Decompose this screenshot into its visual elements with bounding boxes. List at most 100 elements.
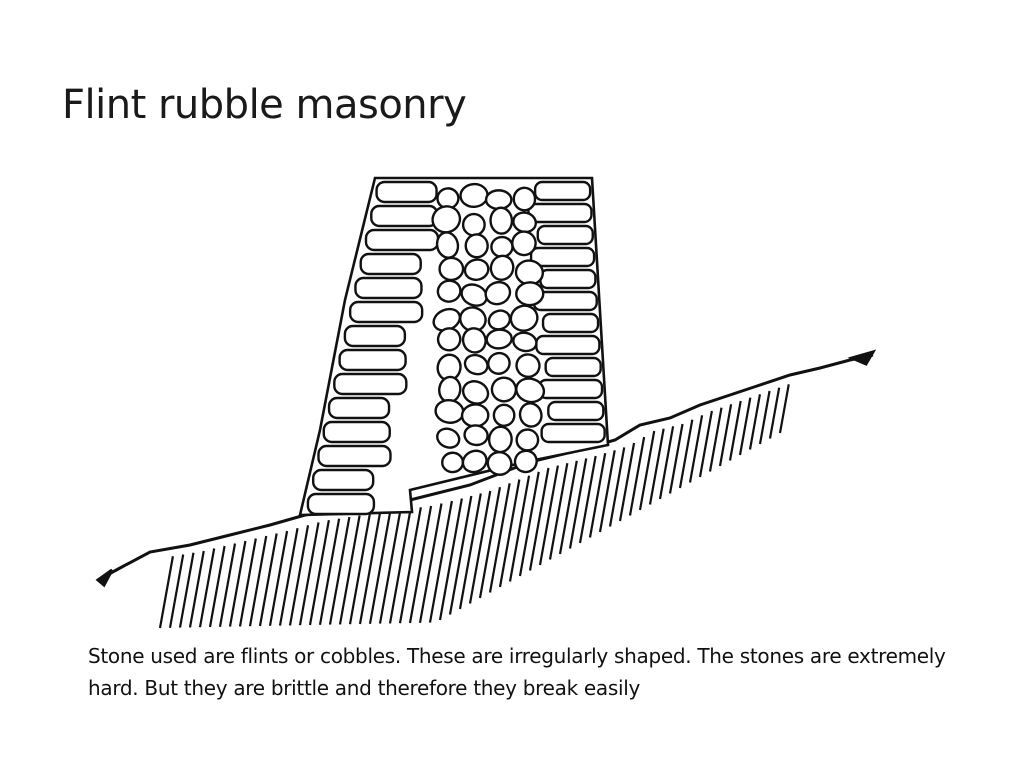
flint-cobble [436,427,461,449]
hatch-line [708,407,723,472]
hatch-line [638,430,656,511]
hatch-line [778,384,790,434]
hatch-line [688,415,704,483]
ground-hatching [158,384,790,629]
flint-cobble [490,376,518,403]
flint-cobble [484,280,512,306]
flint-cobble [512,186,537,212]
hatch-line [448,495,473,615]
right-course-stone [540,422,606,444]
flint-cobble [438,375,462,404]
ground-line [95,349,877,588]
flint-cobble [464,233,489,259]
hatch-line [198,548,216,628]
flint-cobble [486,450,513,476]
flint-cobble [489,254,515,281]
hatch-line [608,447,626,527]
hatch-line [508,475,531,582]
hatch-line [288,525,310,626]
hatch-line [698,410,713,478]
hatch-line [438,498,463,621]
hatch-line [728,400,742,461]
hatch-line [568,458,588,549]
left-course-stone [354,276,423,300]
hatch-line [498,479,521,588]
left-course-stone [364,228,440,252]
right-course-stone [541,312,600,334]
ground-edge-mark [847,349,877,366]
hatch-line [308,520,330,626]
flint-cobble [509,304,539,332]
flint-cobble [487,425,513,454]
right-course-stone [536,224,594,246]
left-course-stone [338,348,407,372]
flint-cobble [512,331,538,353]
flint-cobble [434,398,465,424]
flint-cobble [484,189,513,211]
hatch-line [488,483,511,593]
right-course-stone [527,202,593,224]
hatch-line [478,486,502,599]
left-course-stone [375,180,438,204]
left-course-stone [322,420,391,444]
flint-cobble [514,259,545,286]
hatch-line [738,397,752,456]
hatch-line [458,493,482,610]
left-course-stone [359,252,422,276]
right-course-stone [537,378,604,400]
hatch-line [388,508,412,624]
flint-cobble [490,235,514,259]
hatch-line [658,426,675,500]
left-course-stone [348,300,424,324]
flint-cobble [515,353,541,379]
flint-cobble [432,307,462,332]
flint-cobble [441,451,465,474]
flint-cobble [461,449,488,474]
hatch-line [748,394,762,450]
hatch-line [768,387,781,439]
left-course-stone [317,444,392,468]
flint-cobble [492,403,516,428]
hatch-line [228,540,247,627]
ground-edge-mark [95,568,114,588]
hatch-line [298,522,320,626]
hatch-line [278,527,299,626]
left-course-stone [370,204,439,228]
flint-cobble [438,256,465,282]
flint-cobble [459,306,487,333]
hatch-line [358,512,382,625]
hatch-line [348,513,371,625]
flint-cobble [511,230,537,257]
right-course-stone [539,268,597,290]
hatch-line [178,552,195,628]
hatch-line [578,455,597,544]
flint-cobble [489,206,514,235]
flint-cobble [487,309,512,331]
wall-outline [298,176,610,517]
hatch-line [328,516,351,625]
hatch-line [218,543,237,627]
flint-cobble [460,283,488,307]
hatch-line [428,500,453,623]
hatch-line [548,463,569,560]
hatch-line [618,442,636,522]
hatch-line [158,556,174,629]
hatch-line [718,404,733,467]
hatch-line [418,503,443,623]
hatch-line [628,436,646,516]
flint-cobble [436,187,460,210]
hatch-line [338,515,361,625]
flint-cobble [463,353,489,376]
flint-cobble [436,279,462,303]
left-course-stone [327,396,391,420]
hatch-line [408,505,433,624]
hatch-line [538,465,559,566]
flint-cobble [515,377,546,404]
hatch-line [398,507,422,624]
flint-cobble [512,211,538,234]
left-course-stone [312,468,375,492]
flint-cobble [435,231,460,259]
caption-text: Stone used are flints or cobbles. These … [88,644,946,700]
hatch-line [208,545,226,628]
hatch-line [318,518,341,625]
